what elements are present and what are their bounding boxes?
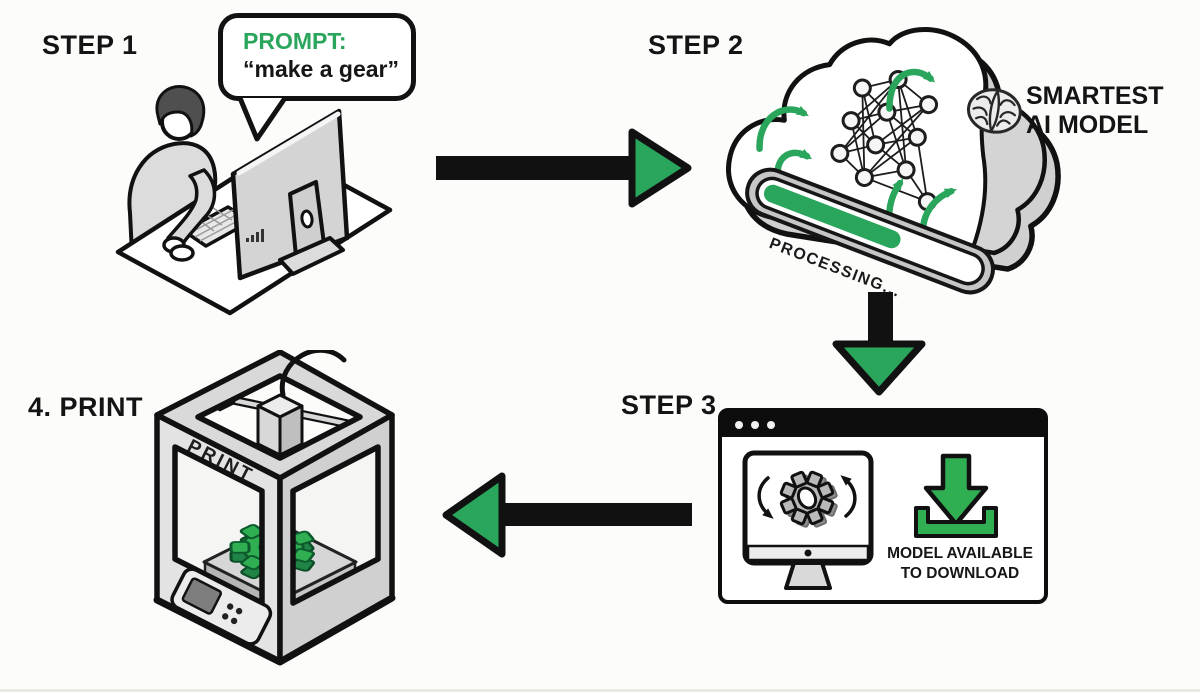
- rotation-arrows-icon: [757, 475, 857, 519]
- step3-label: STEP 3: [621, 390, 717, 420]
- bottom-edge: [0, 689, 1200, 692]
- download-caption: MODEL AVAILABLE TO DOWNLOAD: [887, 545, 1033, 582]
- control-panel: [170, 567, 273, 646]
- prompt-text: “make a gear”: [243, 56, 399, 82]
- speech-bubble-tail-icon: [237, 96, 288, 142]
- brain-icon: [966, 88, 1022, 134]
- cloud-right-lobe: [970, 97, 1047, 255]
- prompt-title: PROMPT:: [243, 28, 347, 54]
- step1-label: STEP 1: [42, 30, 138, 60]
- browser-window: MODEL AVAILABLE TO DOWNLOAD: [718, 408, 1048, 604]
- arm-and-mouse: [162, 168, 217, 262]
- monitor-stand: [278, 180, 345, 276]
- browser-titlebar: [722, 412, 1044, 437]
- monitor-stand: [784, 561, 832, 590]
- filament-tube: [279, 350, 347, 398]
- window-dot-icon: [735, 420, 743, 429]
- window-dot-icon: [751, 420, 759, 429]
- monitor-gear-icon: [742, 450, 874, 590]
- ai-cloud-icon: PROCESSING...: [726, 26, 1061, 301]
- arrow-down-icon: [832, 292, 926, 396]
- smartest-ai-model-label: SMARTEST AI MODEL: [1026, 82, 1164, 139]
- download-icon: [914, 453, 998, 538]
- person-at-computer-icon: [115, 85, 393, 316]
- arrow-right-icon: [436, 128, 692, 208]
- processing-bar: [745, 167, 995, 295]
- arrow-left-icon: [442, 472, 692, 558]
- printer-icon: PRINT: [153, 350, 396, 666]
- printer-top-face: [154, 350, 395, 481]
- step4-label: 4. PRINT: [28, 392, 144, 422]
- panel-buttons: [221, 603, 243, 625]
- step2-label: STEP 2: [648, 30, 744, 60]
- speech-bubble: PROMPT: “make a gear”: [218, 13, 416, 101]
- panel-screen: [181, 577, 223, 615]
- gear-icon: [779, 470, 838, 528]
- window-dot-icon: [767, 420, 775, 429]
